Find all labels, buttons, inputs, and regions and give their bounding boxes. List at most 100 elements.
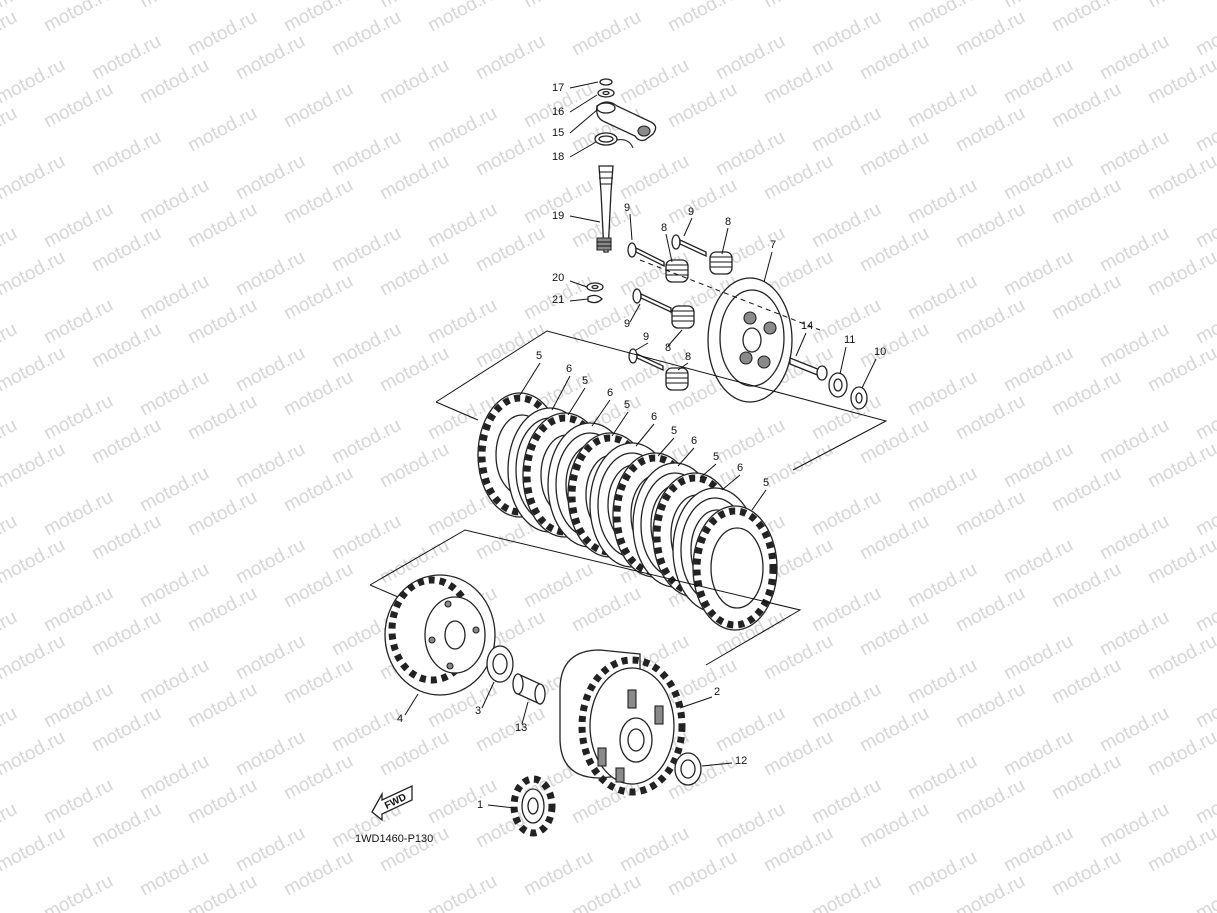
leader-line <box>481 681 495 709</box>
watermark-text: motod.ru <box>280 367 356 421</box>
watermark-text: motod.ru <box>184 7 260 61</box>
leader-line <box>591 399 611 427</box>
watermark-text: motod.ru <box>424 871 500 913</box>
watermark-text: motod.ru <box>232 31 308 85</box>
callout-label: 9 <box>624 318 630 330</box>
watermark-text: motod.ru <box>808 583 884 637</box>
watermark-text: motod.ru <box>136 175 212 229</box>
leader-line <box>701 762 733 767</box>
leader-line <box>519 362 541 396</box>
watermark-text: motod.ru <box>1192 295 1217 349</box>
leader-line <box>569 298 589 302</box>
watermark-text: motod.ru <box>952 7 1028 61</box>
callout-label: 18 <box>552 151 564 163</box>
watermark-text: motod.ru <box>520 559 596 613</box>
watermark-text: motod.ru <box>376 343 452 397</box>
watermark-text: motod.ru <box>952 583 1028 637</box>
watermark-text: motod.ru <box>88 127 164 181</box>
primary-drive-gear-part-1 <box>510 775 556 837</box>
watermark-text: motod.ru <box>904 0 980 36</box>
callout-label: 5 <box>763 477 769 489</box>
callout-leaders <box>404 81 877 809</box>
watermark-text: motod.ru <box>1192 583 1217 637</box>
watermark-text: motod.ru <box>1192 775 1217 829</box>
watermark-text: motod.ru <box>1000 823 1076 877</box>
watermark-text: motod.ru <box>1048 559 1124 613</box>
watermark-text: motod.ru <box>328 7 404 61</box>
watermark-text: motod.ru <box>88 607 164 661</box>
watermark-text: motod.ru <box>952 487 1028 541</box>
watermark-text: motod.ru <box>0 103 21 157</box>
watermark-text: motod.ru <box>1048 367 1124 421</box>
clip-part-21 <box>587 294 603 304</box>
watermark-text: motod.ru <box>952 391 1028 445</box>
watermark-text: motod.ru <box>88 223 164 277</box>
watermark-text: motod.ru <box>1096 799 1172 853</box>
watermark-text: motod.ru <box>760 631 836 685</box>
watermark-text: motod.ru <box>1048 79 1124 133</box>
watermark-text: motod.ru <box>856 223 932 277</box>
callout-label: 14 <box>801 320 813 332</box>
callout-label: 6 <box>691 435 697 447</box>
watermark-text: motod.ru <box>856 127 932 181</box>
watermark-text: motod.ru <box>0 439 69 493</box>
callout-label: 11 <box>844 334 855 346</box>
leader-line <box>611 411 629 437</box>
watermark-text: motod.ru <box>712 703 788 757</box>
watermark-text: motod.ru <box>40 583 116 637</box>
watermark-text: motod.ru <box>856 319 932 373</box>
watermark-text: motod.ru <box>136 271 212 325</box>
leader-line <box>569 141 597 158</box>
watermark-text: motod.ru <box>1000 535 1076 589</box>
watermark-text: motod.ru <box>904 655 980 709</box>
watermark-text: motod.ru <box>760 823 836 877</box>
spring-part-8-d <box>665 367 689 391</box>
watermark-text: motod.ru <box>40 199 116 253</box>
watermark-text: motod.ru <box>1192 199 1217 253</box>
watermark-text: motod.ru <box>952 199 1028 253</box>
leader-line <box>763 251 773 283</box>
watermark-text: motod.ru <box>376 823 452 877</box>
callout-label: 9 <box>688 206 694 218</box>
watermark-text: motod.ru <box>280 79 356 133</box>
watermark-text: motod.ru <box>616 55 692 109</box>
watermark-text: motod.ru <box>184 295 260 349</box>
watermark-text: motod.ru <box>280 175 356 229</box>
watermark-text: motod.ru <box>760 151 836 205</box>
watermark-text: motod.ru <box>280 271 356 325</box>
watermark-text: motod.ru <box>712 31 788 85</box>
watermark-text: motod.ru <box>1144 0 1217 12</box>
watermark-text: motod.ru <box>760 439 836 493</box>
watermark-text: motod.ru <box>88 415 164 469</box>
watermark-text: motod.ru <box>184 583 260 637</box>
watermark-text: motod.ru <box>328 415 404 469</box>
leader-line <box>569 109 598 134</box>
watermark-text: motod.ru <box>664 79 740 133</box>
watermark-text: motod.ru <box>1048 751 1124 805</box>
watermark-text: motod.ru <box>1048 847 1124 901</box>
watermark-text: motod.ru <box>184 487 260 541</box>
watermark-text: motod.ru <box>1192 679 1217 733</box>
watermark-text: motod.ru <box>1144 535 1217 589</box>
leader-line <box>751 489 767 511</box>
leader-line <box>567 387 586 416</box>
watermark-text: motod.ru <box>1000 55 1076 109</box>
callout-label: 9 <box>643 331 649 343</box>
watermark-text: motod.ru <box>616 151 692 205</box>
watermark-text: motod.ru <box>520 0 596 12</box>
callout-label: 17 <box>552 82 564 94</box>
watermark-text: motod.ru <box>1192 871 1217 913</box>
plate-stack-frame-top <box>435 330 888 471</box>
callout-label: 8 <box>661 222 667 234</box>
watermark-text: motod.ru <box>328 223 404 277</box>
watermark-text: motod.ru <box>88 703 164 757</box>
primary-driven-gear-part-2 <box>559 649 686 796</box>
callout-label: 19 <box>552 210 564 222</box>
callout-label: 21 <box>552 294 564 306</box>
watermark-text: motod.ru <box>856 703 932 757</box>
watermark-text: motod.ru <box>1096 607 1172 661</box>
watermark-text: motod.ru <box>1144 823 1217 877</box>
watermark-text: motod.ru <box>40 871 116 913</box>
callout-label: 9 <box>624 202 630 214</box>
